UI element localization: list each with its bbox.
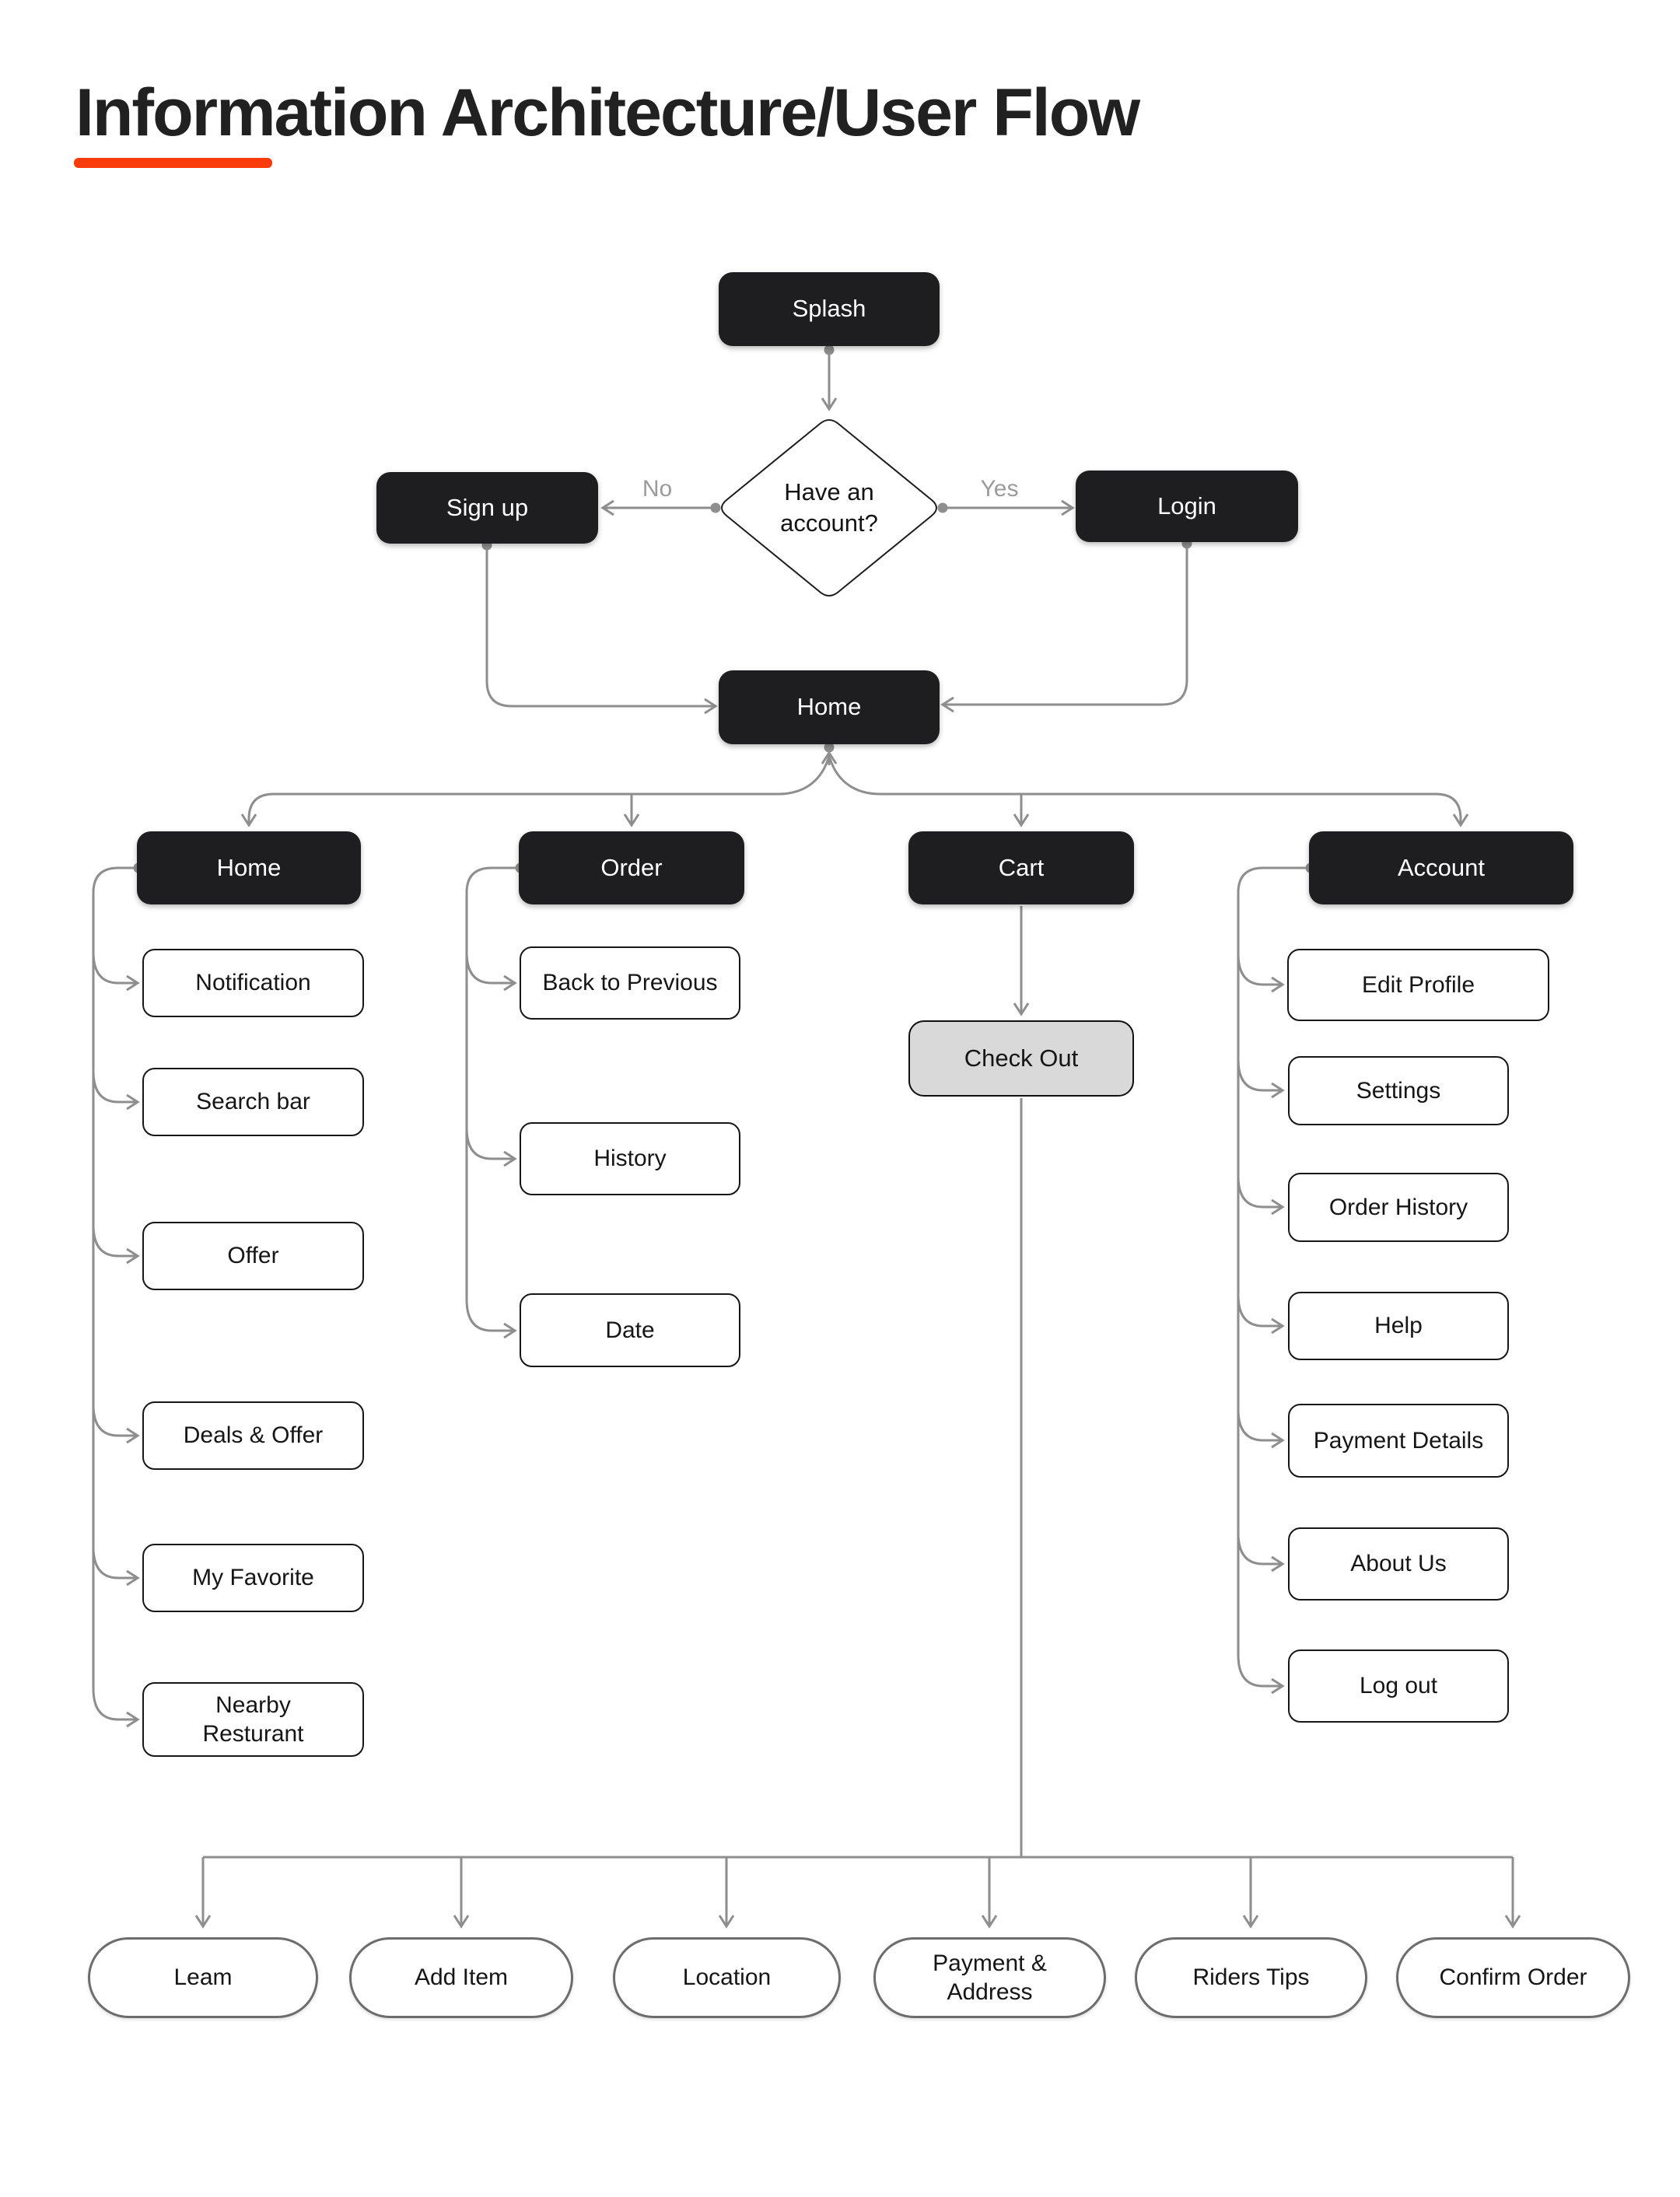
- node-help: Help: [1288, 1292, 1509, 1360]
- branch-account-order-history: [1237, 1175, 1285, 1216]
- node-notification: Notification: [142, 949, 364, 1017]
- node-check-out: Check Out: [908, 1020, 1134, 1097]
- branch-order-history: [465, 1127, 517, 1167]
- branch-home-deals-offer: [92, 1404, 140, 1444]
- edge-distribution-left: [240, 792, 778, 827]
- branch-account-edit-profile: [1237, 953, 1285, 993]
- node-order-column-header: Order: [519, 831, 744, 904]
- node-nearby-restaurant: Nearby Resturant: [142, 1682, 364, 1757]
- node-home-main: Home: [719, 670, 940, 744]
- edge-fan-merge-left: [777, 755, 831, 796]
- branch-home-offer: [92, 1224, 140, 1265]
- node-about-us: About Us: [1288, 1527, 1509, 1601]
- node-leam: Leam: [88, 1937, 318, 2018]
- branch-home-search-bar: [92, 1070, 140, 1111]
- node-splash: Splash: [719, 272, 940, 346]
- node-settings: Settings: [1288, 1056, 1509, 1125]
- branch-account-about-us: [1237, 1532, 1285, 1573]
- decision-question: Have an account?: [780, 478, 878, 537]
- node-payment-details: Payment Details: [1288, 1404, 1509, 1478]
- branch-home-my-favorite: [92, 1546, 140, 1587]
- node-history: History: [520, 1122, 740, 1195]
- node-edit-profile: Edit Profile: [1287, 949, 1549, 1021]
- node-riders-tips: Riders Tips: [1135, 1937, 1367, 2018]
- branch-account-payment-details: [1237, 1408, 1285, 1449]
- spine-home-column: [92, 866, 140, 1728]
- edge-label-yes: Yes: [980, 476, 1019, 502]
- edge-signup-to-home: [485, 547, 718, 715]
- title-underline-accent: [74, 158, 272, 168]
- node-payment-address: Payment & Address: [873, 1937, 1106, 2018]
- node-confirm-order: Confirm Order: [1396, 1937, 1630, 2018]
- edge-fan-merge-right: [828, 755, 881, 796]
- node-add-item: Add Item: [349, 1937, 573, 2018]
- branch-account-help: [1237, 1294, 1285, 1335]
- node-location: Location: [613, 1937, 841, 2018]
- edge-label-no: No: [642, 476, 673, 502]
- node-sign-up: Sign up: [376, 472, 598, 544]
- node-cart-column-header: Cart: [908, 831, 1134, 904]
- branch-account-settings: [1237, 1058, 1285, 1099]
- node-search-bar: Search bar: [142, 1068, 364, 1136]
- decision-diamond-shape: [721, 419, 937, 596]
- spine-account-column: [1237, 866, 1311, 1695]
- node-order-history: Order History: [1288, 1173, 1509, 1242]
- node-log-out: Log out: [1288, 1649, 1509, 1723]
- page-title: Information Architecture/User Flow: [75, 75, 1140, 150]
- edge-login-to-home: [940, 545, 1188, 713]
- node-my-favorite: My Favorite: [142, 1544, 364, 1612]
- branch-home-notification: [92, 951, 140, 992]
- node-home-column-header: Home: [137, 831, 361, 904]
- node-back-to-previous: Back to Previous: [520, 946, 740, 1020]
- node-account-column-header: Account: [1309, 831, 1573, 904]
- node-offer: Offer: [142, 1222, 364, 1290]
- spine-order-column: [465, 866, 520, 1339]
- edge-distribution-right: [880, 792, 1469, 827]
- node-deals-offer: Deals & Offer: [142, 1401, 364, 1470]
- node-login: Login: [1076, 471, 1298, 542]
- node-date: Date: [520, 1293, 740, 1367]
- branch-order-back-to-previous: [465, 951, 517, 992]
